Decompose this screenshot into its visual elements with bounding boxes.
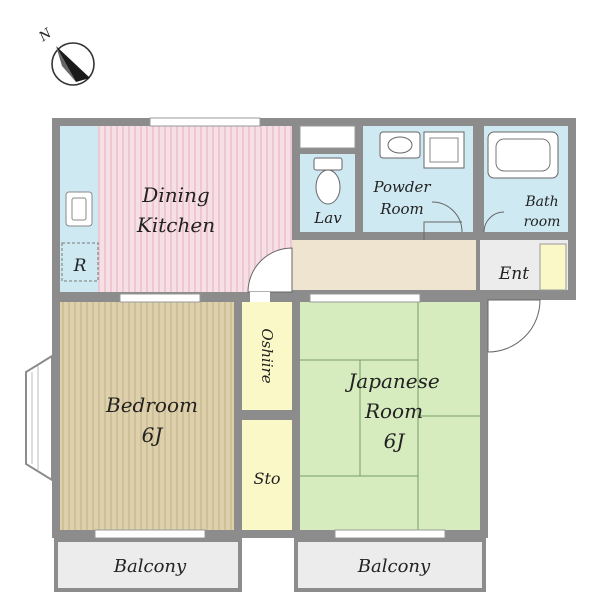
balcony-left-floor	[54, 538, 242, 592]
powder-room-area: Powder Room	[363, 126, 473, 232]
refrigerator-space	[61, 242, 99, 282]
bathtub-icon	[487, 131, 559, 179]
oshiire-closet: Oshiire	[242, 302, 292, 410]
balcony-right-label: Balcony	[357, 556, 431, 577]
japanese-room-balcony-window	[334, 529, 446, 539]
oshiire-label: Oshiire	[258, 328, 276, 383]
powder-room-label-line1: Powder	[372, 178, 431, 196]
balcony-left-label: Balcony	[113, 556, 187, 577]
bath-room-label-line1: Bath	[524, 194, 558, 210]
washbasin-icon	[379, 131, 421, 159]
storage-floor	[242, 420, 292, 530]
japanese-room-label-line1: Japanese	[344, 369, 439, 393]
dining-kitchen-label-line2: Kitchen	[136, 213, 215, 237]
dining-kitchen-area: R Dining Kitchen	[60, 117, 292, 292]
tatami-mat-lines	[300, 302, 480, 530]
storage-shelf	[299, 125, 356, 149]
balcony-left: Balcony	[54, 538, 242, 592]
toilet-icon	[313, 157, 343, 205]
dining-kitchen-label-line1: Dining	[141, 183, 209, 207]
kitchen-sink-icon	[65, 191, 93, 227]
kitchen-door-swing	[247, 247, 293, 293]
lavatory-area: Lav	[300, 154, 355, 232]
compass-north-letter: N	[36, 26, 55, 46]
storage-closet: Sto	[242, 420, 292, 530]
refrigerator-label: R	[73, 256, 87, 276]
japanese-room-label-line3: 6J	[384, 429, 406, 453]
powder-room-door-swing	[431, 201, 463, 233]
entrance-door-swing	[487, 299, 541, 353]
compass: N	[36, 26, 95, 86]
bedroom-floor	[60, 302, 234, 530]
oshiire-floor	[242, 302, 292, 410]
bath-room-label-line2: room	[524, 214, 561, 230]
powder-room-label-line2: Room	[379, 200, 424, 218]
bay-window	[25, 354, 53, 482]
dining-kitchen-floor	[60, 126, 292, 292]
kitchen-window	[149, 117, 261, 127]
japanese-room-top-opening	[309, 293, 421, 303]
bath-door-swing	[483, 211, 505, 233]
japanese-room-label-line2: Room	[364, 399, 423, 423]
shoe-cupboard	[539, 243, 567, 291]
bedroom-label-line2: 6J	[142, 423, 164, 447]
washing-machine-icon	[423, 131, 465, 169]
bedroom-balcony-window	[94, 529, 206, 539]
hallway-floor	[292, 240, 476, 290]
north-arrow-icon	[51, 42, 95, 86]
entrance-label: Ent	[498, 264, 529, 284]
bedroom-label-line1: Bedroom	[105, 393, 198, 417]
bedroom-top-opening	[119, 293, 201, 303]
bedroom-area: Bedroom 6J	[60, 293, 234, 539]
balcony-right-floor	[294, 538, 486, 592]
entrance-area: Ent	[480, 240, 568, 291]
bath-room-area: Bath room	[484, 126, 568, 232]
doors	[247, 201, 541, 353]
lavatory-label: Lav	[313, 209, 342, 227]
storage-label: Sto	[253, 469, 280, 488]
balcony-right: Balcony	[294, 538, 486, 592]
japanese-room-area: Japanese Room 6J	[300, 293, 480, 539]
